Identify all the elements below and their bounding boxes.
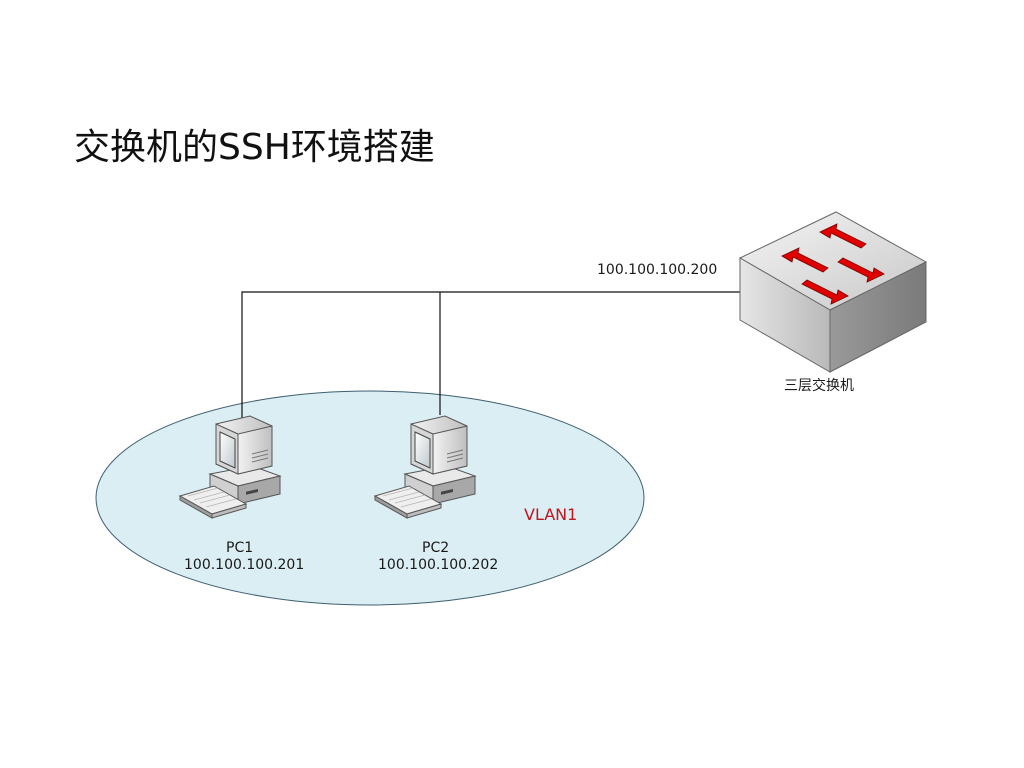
vlan-region	[95, 390, 645, 606]
pc2-name-label: PC2	[422, 540, 450, 556]
layer3-switch-icon[interactable]	[738, 211, 928, 373]
pc2-ip-label: 100.100.100.202	[378, 557, 499, 573]
network-links	[241, 291, 740, 418]
vlan-label: VLAN1	[524, 505, 578, 524]
pc1-ip-label: 100.100.100.201	[184, 557, 305, 573]
switch-ip-label: 100.100.100.200	[597, 262, 718, 278]
pc1-name-label: PC1	[226, 540, 254, 556]
switch-label: 三层交换机	[784, 378, 854, 394]
slide-title: 交换机的SSH环境搭建	[74, 127, 435, 168]
link-pc1	[241, 291, 740, 418]
